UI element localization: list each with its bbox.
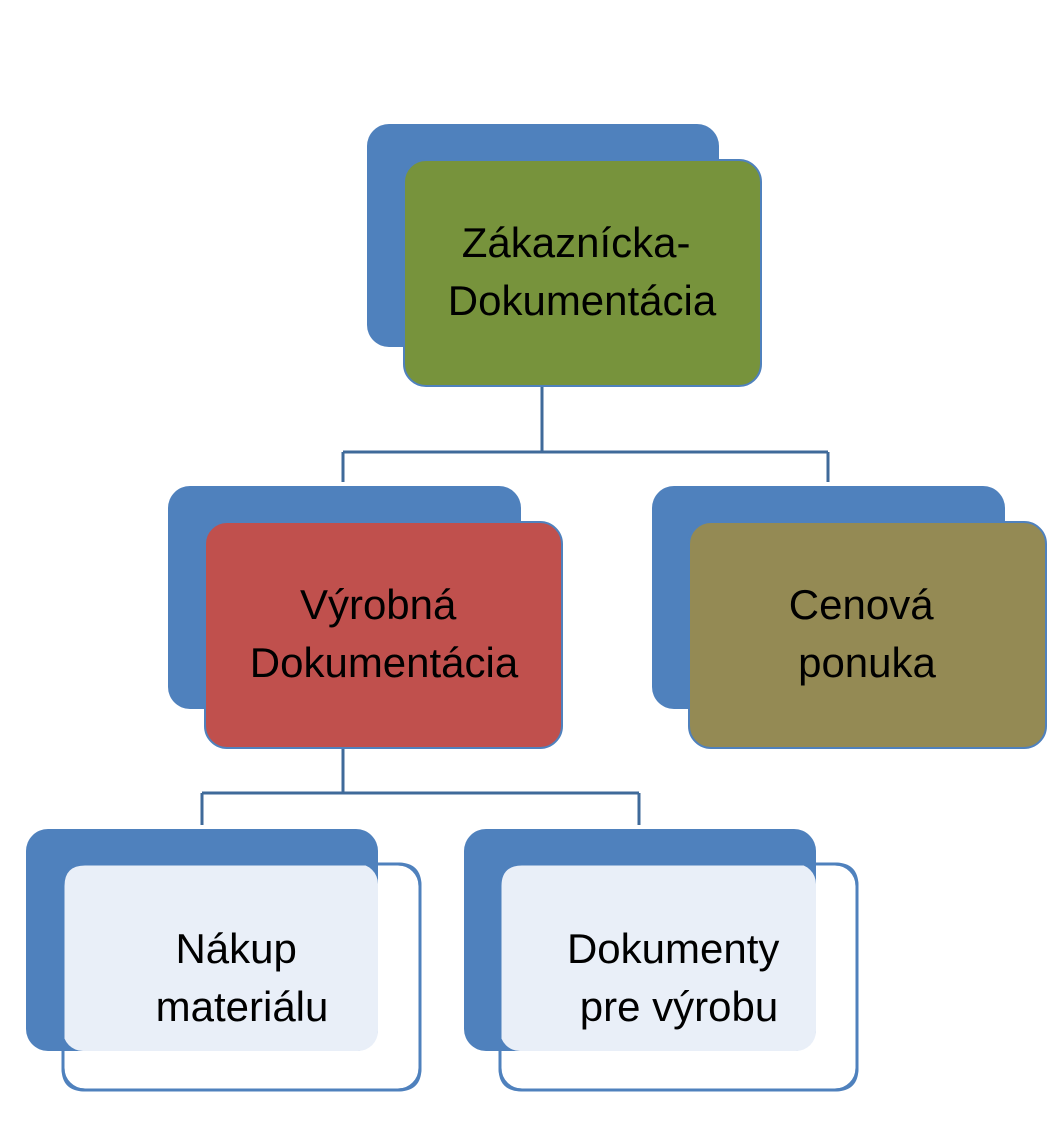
node-production-box — [204, 521, 563, 749]
node-purchase-label: Nákup materiálu — [156, 925, 329, 1030]
node-documents-line1: Dokumenty — [567, 925, 779, 972]
node-documents: Dokumenty pre výrobu — [464, 829, 859, 1092]
node-production-line1: Výrobná — [300, 581, 457, 628]
connectors — [200, 387, 830, 825]
node-root: Zákaznícka- Dokumentácia — [367, 124, 762, 387]
node-root-label: Zákaznícka- Dokumentácia — [448, 219, 717, 324]
connector-production — [200, 747, 641, 825]
node-root-box — [403, 159, 762, 387]
node-production-label: Výrobná Dokumentácia — [250, 581, 519, 686]
node-quote-line2: ponuka — [798, 639, 936, 686]
node-purchase-line2: materiálu — [156, 983, 329, 1030]
node-documents-label: Dokumenty pre výrobu — [567, 925, 791, 1030]
node-production-line2: Dokumentácia — [250, 639, 519, 686]
node-production: Výrobná Dokumentácia — [168, 486, 563, 749]
node-root-line1: Zákaznícka- — [462, 219, 691, 266]
node-quote: Cenová ponuka — [652, 486, 1047, 749]
node-root-line2: Dokumentácia — [448, 277, 717, 324]
node-purchase-line1: Nákup — [175, 925, 296, 972]
connector-root — [341, 387, 830, 482]
node-documents-line2: pre výrobu — [580, 983, 778, 1030]
node-quote-box — [688, 521, 1047, 749]
node-purchase: Nákup materiálu — [26, 829, 422, 1092]
node-documents-outline — [498, 862, 859, 1092]
node-purchase-outline — [61, 862, 422, 1092]
node-purchase-overlay — [63, 864, 378, 1051]
node-quote-line1: Cenová — [789, 581, 934, 628]
node-quote-label: Cenová ponuka — [789, 581, 945, 686]
node-documents-overlay — [500, 864, 816, 1051]
